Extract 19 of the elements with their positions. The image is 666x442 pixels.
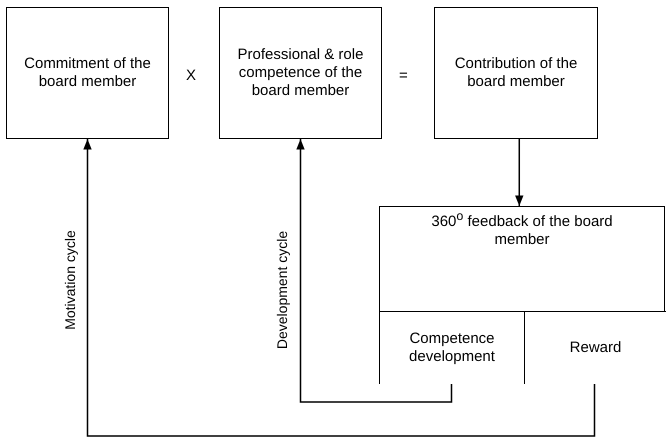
process-box [219, 7, 382, 139]
process-box [379, 206, 665, 384]
node-text: Commitment of the board member [23, 55, 152, 91]
sub-box [525, 311, 666, 384]
arrow [83, 139, 596, 437]
arrow [296, 139, 452, 403]
node-text: Competence development [408, 330, 496, 366]
node-text: Contribution of the board member [454, 55, 578, 91]
process-box [434, 7, 598, 139]
arrow [515, 139, 524, 206]
edge-label: Development cycle [274, 230, 290, 350]
process-box [6, 7, 169, 139]
edge-label: Motivation cycle [62, 230, 78, 330]
sub-box [380, 311, 525, 384]
operator-sign: X [186, 67, 196, 84]
node-text: Reward [570, 338, 622, 357]
operator-sign: = [399, 67, 408, 84]
node-text: 360$^{o}$ feedback of the board member [430, 208, 614, 249]
node-text: Professional & role competence of the board member [236, 46, 364, 100]
